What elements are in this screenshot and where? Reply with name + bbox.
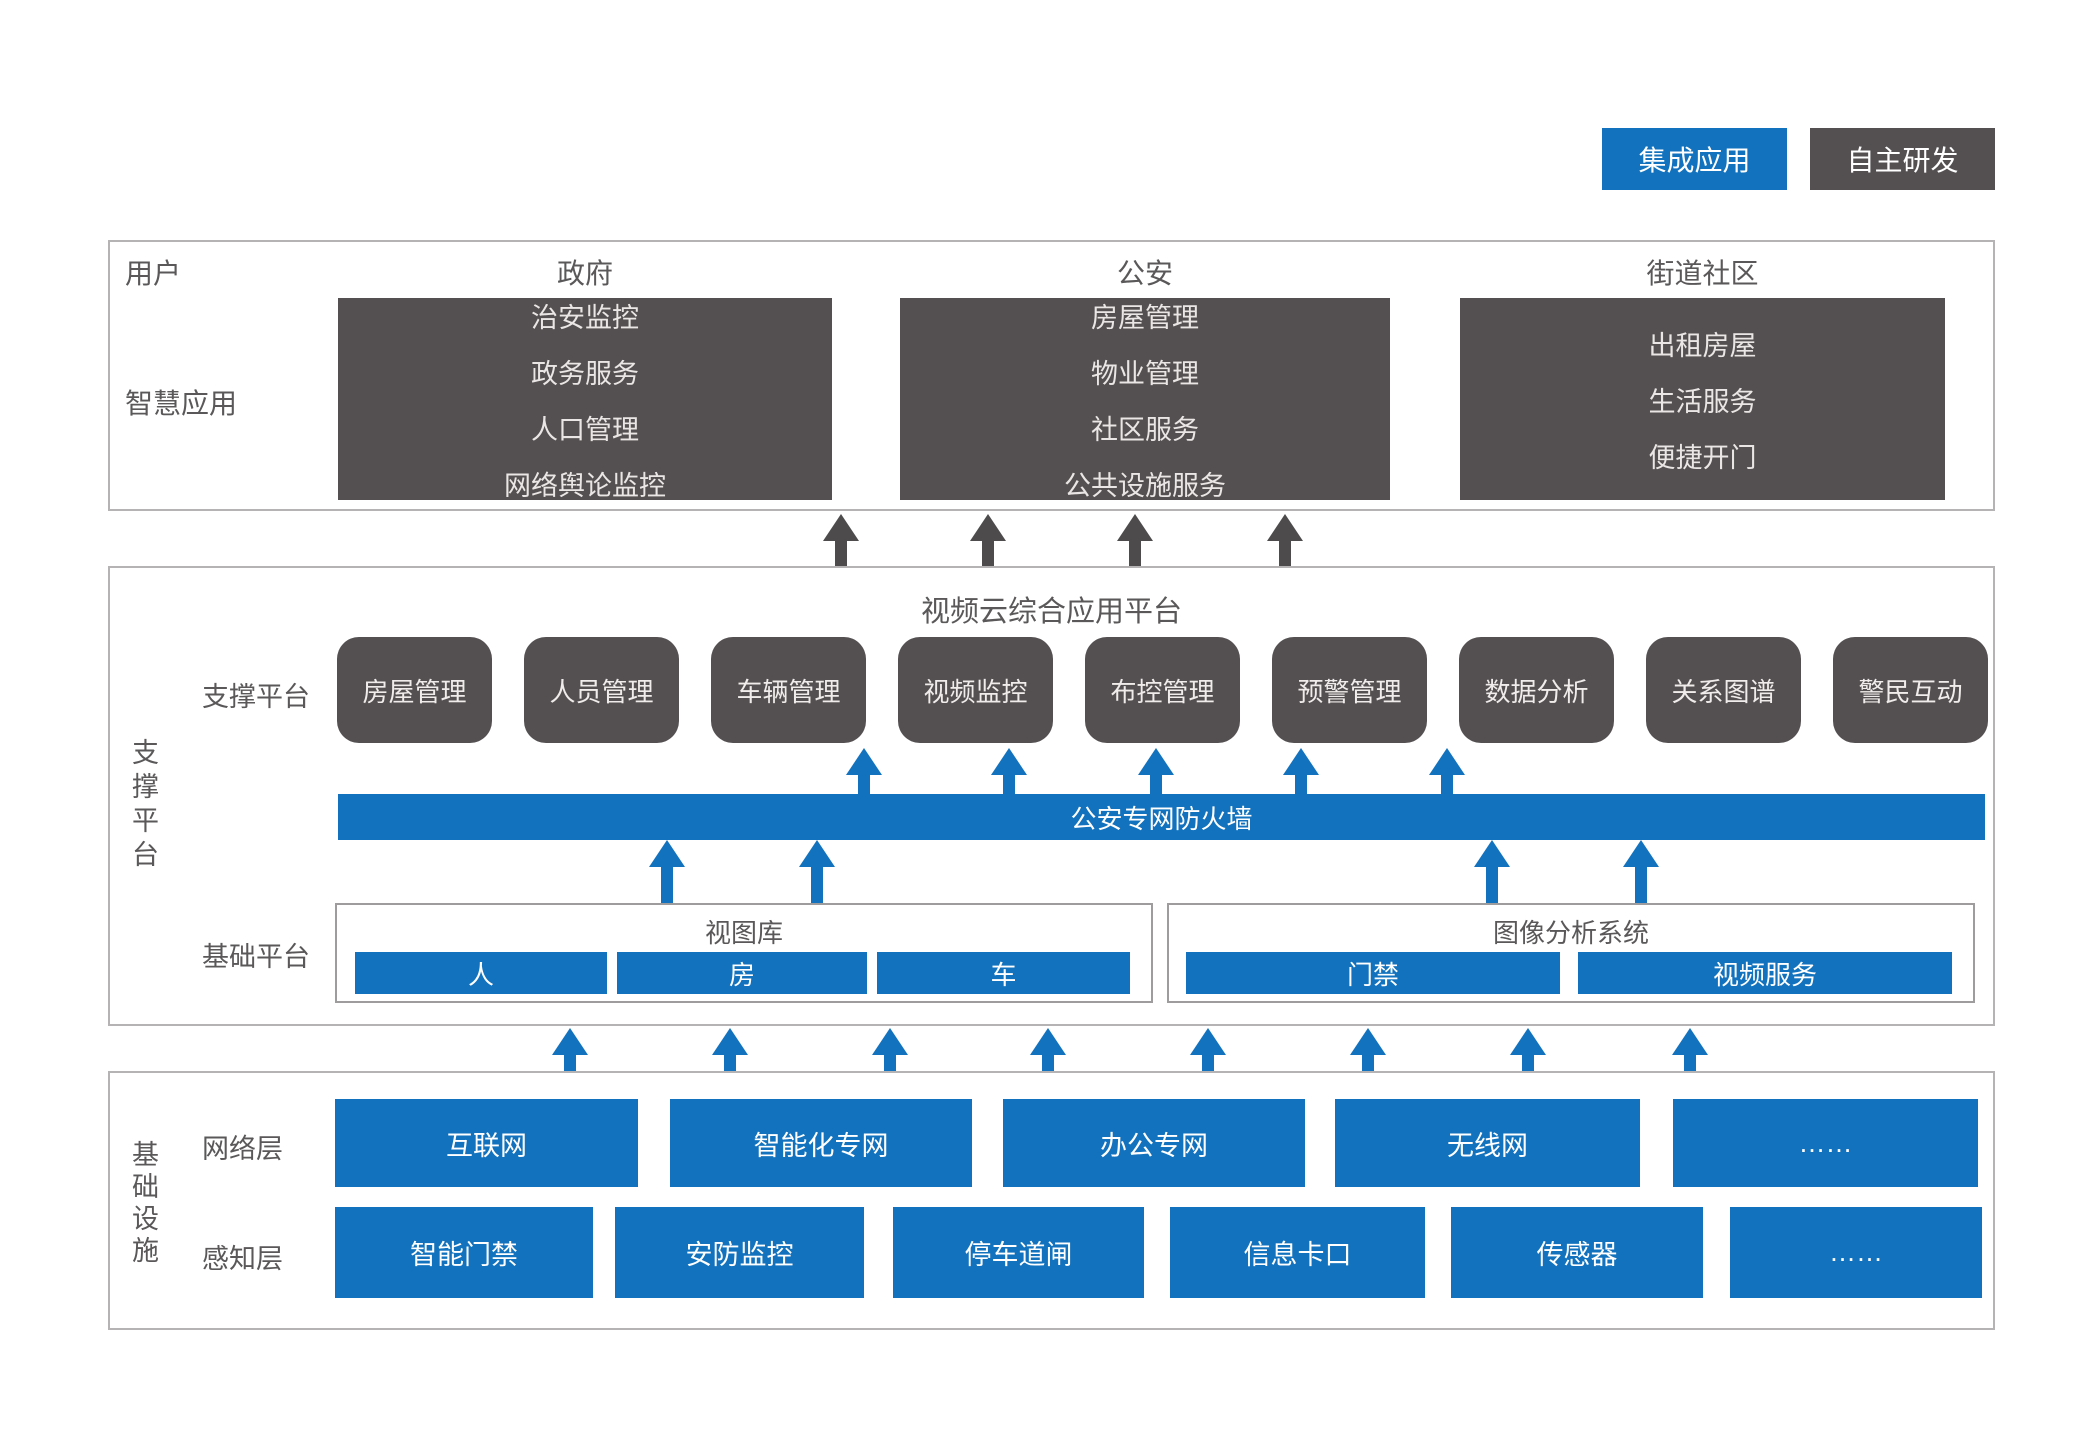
module-vehicle-mgmt: 车辆管理 <box>711 637 866 743</box>
perception-security-monitor: 安防监控 <box>615 1207 864 1298</box>
app-box-street-community: 出租房屋 生活服务 便捷开门 <box>1460 298 1945 500</box>
column-header-street-community: 街道社区 <box>1646 258 1759 289</box>
flow-arrow-up-icon <box>1350 1028 1386 1076</box>
perception-parking-gate: 停车道闸 <box>893 1207 1144 1298</box>
firewall-bar: 公安专网防火墙 <box>338 794 1985 840</box>
legend-self-developed: 自主研发 <box>1810 128 1995 190</box>
app-item: 便捷开门 <box>1648 442 1757 473</box>
platform-title: 视频云综合应用平台 <box>920 596 1182 628</box>
module-housing-mgmt: 房屋管理 <box>337 637 492 743</box>
flow-arrow-up-icon <box>823 514 859 566</box>
perception-layer-label: 感知层 <box>202 1244 283 1274</box>
module-police-citizen: 警民互动 <box>1833 637 1988 743</box>
flow-arrow-up-icon <box>1429 748 1465 794</box>
view-library-house: 房 <box>617 952 867 994</box>
app-item: 房屋管理 <box>1091 302 1199 333</box>
module-video-monitor: 视频监控 <box>898 637 1053 743</box>
flow-arrow-up-icon <box>970 514 1006 566</box>
module-control-mgmt: 布控管理 <box>1085 637 1240 743</box>
image-analysis-access-control: 门禁 <box>1186 952 1560 994</box>
flow-arrow-up-icon <box>799 840 835 903</box>
legend-integrated-app: 集成应用 <box>1602 128 1787 190</box>
view-library-vehicle: 车 <box>877 952 1130 994</box>
user-row-label: 用户 <box>125 258 182 289</box>
network-ellipsis: …… <box>1673 1099 1978 1187</box>
module-warning-mgmt: 预警管理 <box>1272 637 1427 743</box>
app-item: 社区服务 <box>1091 414 1199 445</box>
flow-arrow-up-icon <box>1030 1028 1066 1076</box>
perception-smart-access: 智能门禁 <box>335 1207 593 1298</box>
flow-arrow-up-icon <box>1510 1028 1546 1076</box>
column-header-public-security: 公安 <box>1116 258 1173 289</box>
flow-arrow-up-icon <box>872 1028 908 1076</box>
flow-arrow-up-icon <box>1138 748 1174 794</box>
flow-arrow-up-icon <box>846 748 882 794</box>
app-item: 人口管理 <box>531 414 639 445</box>
app-item: 政务服务 <box>531 358 639 389</box>
app-box-public-security: 房屋管理 物业管理 社区服务 公共设施服务 <box>900 298 1390 501</box>
network-internet: 互联网 <box>335 1099 638 1187</box>
perception-info-checkpoint: 信息卡口 <box>1170 1207 1425 1298</box>
flow-arrow-up-icon <box>649 840 685 903</box>
side-label-support-platform: 支撑平台 <box>128 738 158 874</box>
network-wireless: 无线网 <box>1335 1099 1640 1187</box>
support-row-label: 支撑平台 <box>202 682 310 712</box>
flow-arrow-up-icon <box>552 1028 588 1076</box>
app-item: 网络舆论监控 <box>504 470 666 501</box>
column-header-government: 政府 <box>556 258 613 289</box>
app-item: 出租房屋 <box>1648 330 1757 361</box>
module-data-analysis: 数据分析 <box>1459 637 1614 743</box>
flow-arrow-up-icon <box>991 748 1027 794</box>
flow-arrow-up-icon <box>1267 514 1303 566</box>
flow-arrow-up-icon <box>1623 840 1659 903</box>
module-relation-graph: 关系图谱 <box>1646 637 1801 743</box>
app-item: 治安监控 <box>531 302 639 333</box>
network-intelligent-private: 智能化专网 <box>670 1099 972 1187</box>
flow-arrow-up-icon <box>1190 1028 1226 1076</box>
flow-arrow-up-icon <box>1117 514 1153 566</box>
app-item: 物业管理 <box>1091 358 1199 389</box>
perception-sensor: 传感器 <box>1451 1207 1703 1298</box>
network-layer-label: 网络层 <box>202 1134 283 1164</box>
flow-arrow-up-icon <box>1672 1028 1708 1076</box>
smart-app-row-label: 智慧应用 <box>125 388 238 419</box>
module-personnel-mgmt: 人员管理 <box>524 637 679 743</box>
view-library-title: 视图库 <box>704 918 783 948</box>
image-analysis-video-service: 视频服务 <box>1578 952 1952 994</box>
flow-arrow-up-icon <box>1474 840 1510 903</box>
side-label-infrastructure: 基础设施 <box>128 1140 158 1268</box>
perception-ellipsis: …… <box>1730 1207 1982 1298</box>
image-analysis-title: 图像分析系统 <box>1492 918 1649 948</box>
app-item: 生活服务 <box>1648 386 1757 417</box>
view-library-person: 人 <box>355 952 607 994</box>
app-box-government: 治安监控 政务服务 人口管理 网络舆论监控 <box>338 298 832 501</box>
base-row-label: 基础平台 <box>202 942 310 972</box>
flow-arrow-up-icon <box>712 1028 748 1076</box>
network-office-private: 办公专网 <box>1003 1099 1305 1187</box>
flow-arrow-up-icon <box>1283 748 1319 794</box>
app-item: 公共设施服务 <box>1064 470 1226 501</box>
